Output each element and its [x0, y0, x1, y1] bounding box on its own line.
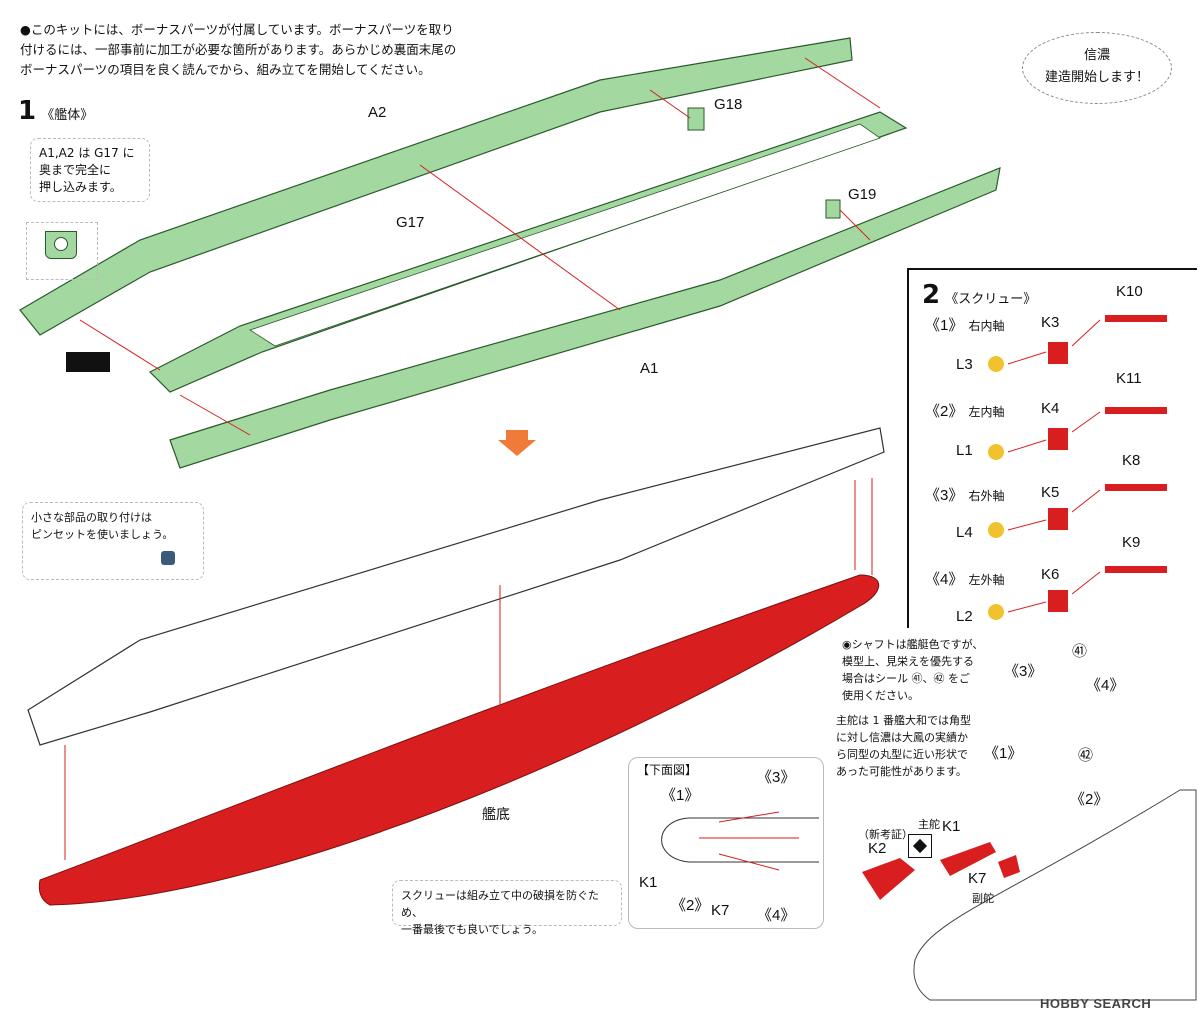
hull-bottom-shape [38, 574, 880, 906]
rudder-k1-shape [940, 842, 996, 876]
step2-header: 2 《スクリュー》 [922, 280, 1036, 310]
part-g19-shape [825, 199, 841, 219]
label-l3: L3 [956, 356, 973, 373]
detail-label-4: 《4》 [1086, 677, 1125, 694]
label-hull-bottom: 艦底 [482, 806, 510, 822]
step2-panel [907, 268, 1197, 628]
screw-row-3-parts [988, 484, 1167, 538]
watermark: HOBBY SEARCH [1040, 996, 1152, 1011]
label-k2: K2 [868, 840, 887, 857]
label-k6: K6 [1041, 566, 1060, 583]
bottom-view-title: 【下面図】 [637, 763, 698, 777]
label-k3: K3 [1041, 314, 1060, 331]
screw-note: スクリューは組み立て中の破損を防ぐため、 一番最後でも良いでしょう。 [392, 880, 622, 936]
assembled-hull-shape [27, 427, 885, 746]
label-g17: G17 [396, 214, 425, 231]
tweezer-icon [161, 551, 175, 565]
bottom-view-box: 【下面図】 《3》 《1》 K1 《2》 K7 《4》 [628, 757, 824, 929]
rudder-k2-shape [862, 858, 915, 900]
label-a2: A2 [368, 104, 387, 121]
tweezer-note: 小さな部品の取り付けは ピンセットを使いましょう。 [22, 502, 204, 580]
sticker-41: ㊶ [1072, 643, 1088, 660]
part-g18-shape [687, 107, 705, 131]
rudder-symbol-icon [908, 834, 932, 858]
screw-row-1-parts [988, 315, 1167, 372]
label-k7: K7 [968, 870, 987, 887]
intro-line-1: ●このキットには、ボーナスパーツが付属しています。ボーナスパーツを取り [20, 22, 454, 37]
intro-line-2: 付けるには、一部事前に加工が必要な箇所があります。あらかじめ裏面末尾の [20, 42, 457, 57]
label-a1: A1 [640, 360, 659, 377]
step1-number: 1 [18, 96, 37, 126]
intro-line-3: ボーナスパーツの項目を良く読んでから、組み立てを開始してください。 [20, 62, 431, 77]
screw-row-2-parts [988, 407, 1167, 460]
bottom-view-drawing [661, 811, 819, 871]
k7-note: 副舵 [972, 892, 994, 905]
screw-row-3: 《3》 右外軸 [925, 487, 1005, 504]
step1-header: 1 《艦体》 [18, 96, 93, 126]
step2-number: 2 [922, 280, 941, 310]
intro-text: ●このキットには、ボーナスパーツが付属しています。ボーナスパーツを取り 付けるに… [20, 20, 490, 80]
screw-row-2: 《2》 左内軸 [925, 403, 1005, 420]
step2-title: 《スクリュー》 [945, 292, 1037, 307]
sticker-42: ㊷ [1078, 747, 1094, 764]
label-k4: K4 [1041, 400, 1060, 417]
down-arrow-icon [498, 430, 536, 456]
label-g18: G18 [714, 96, 743, 113]
label-k1: K1 [942, 818, 961, 835]
label-k11: K11 [1116, 370, 1142, 387]
part-a2-shape [19, 37, 853, 336]
k2-note: （新考証） [858, 828, 913, 841]
rudder-note: 主舵は 1 番艦大和では角型 に対し信濃は大鳳の実績か ら同型の丸型に近い形状で… [836, 714, 971, 778]
k1-note: 主舵 [918, 818, 940, 831]
label-l4: L4 [956, 524, 973, 541]
label-k9: K9 [1122, 534, 1141, 551]
label-k5: K5 [1041, 484, 1060, 501]
label-k8: K8 [1122, 452, 1141, 469]
stern-outline-shape [913, 789, 1197, 1001]
detail-label-3: 《3》 [1004, 663, 1043, 680]
step1-note: A1,A2 は G17 に 奥まで完全に 押し込みます。 [30, 138, 150, 202]
label-k10: K10 [1116, 283, 1143, 300]
press-detail-inset [26, 222, 98, 280]
part-a1-shape [169, 167, 1001, 469]
screw-row-4: 《4》 左外軸 [925, 571, 1005, 588]
step1-title: 《艦体》 [41, 108, 94, 123]
speech-bubble: 信濃 建造開始します！ [1022, 32, 1172, 104]
label-g19: G19 [848, 186, 877, 203]
rudder-k7-shape [998, 855, 1020, 878]
detail-label-1: 《1》 [984, 745, 1023, 762]
adhesive-icon [66, 352, 110, 372]
screw-row-4-parts [988, 566, 1167, 620]
detail-label-2: 《2》 [1070, 791, 1109, 808]
label-l2: L2 [956, 608, 973, 625]
shaft-note: ◉シャフトは艦艇色ですが、 模型上、見栄えを優先する 場合はシール ㊶、㊷ をご… [842, 638, 984, 702]
screw-row-1: 《1》 右内軸 [925, 317, 1005, 334]
label-l1: L1 [956, 442, 973, 459]
